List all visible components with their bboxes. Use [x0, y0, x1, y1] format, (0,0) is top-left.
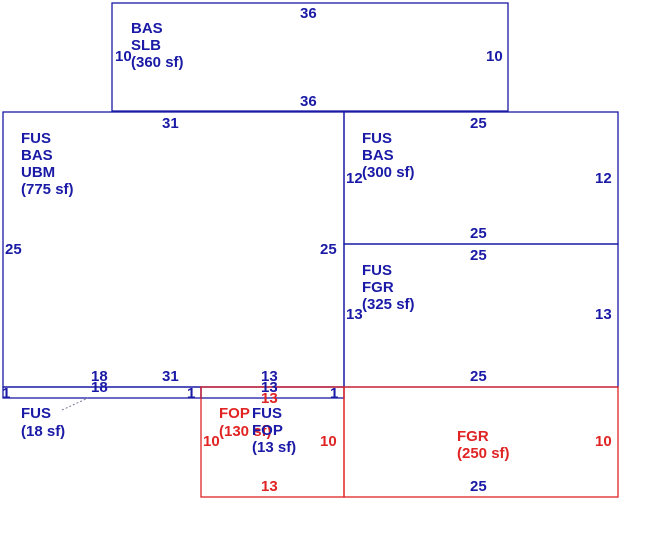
- fusfgr-area: (325 sf): [362, 296, 415, 313]
- bas300-dim-right: 12: [595, 170, 612, 187]
- strip-dim-right: 1: [187, 385, 195, 402]
- ubm-code-3: UBM: [21, 164, 55, 181]
- bas300-code-2: BAS: [362, 147, 394, 164]
- ubm-area: (775 sf): [21, 181, 74, 198]
- fgr-code: FGR: [457, 428, 489, 445]
- fusfop-code-1: FUS: [252, 405, 282, 422]
- ubm-dim-right: 25: [320, 241, 337, 258]
- bas300-code-1: FUS: [362, 130, 392, 147]
- fgr-area: (250 sf): [457, 445, 510, 462]
- bas-slb-dim-right: 10: [486, 48, 503, 65]
- fusfop-area: (13 sf): [252, 439, 296, 456]
- fop-dim-bottom: 13: [261, 478, 278, 495]
- strip-area: (18 sf): [21, 423, 65, 440]
- fgr-dim-bottom: 25: [470, 478, 487, 495]
- fusfgr-dim-left: 13: [346, 306, 363, 323]
- bas-slb-dim-left: 10: [115, 48, 132, 65]
- ubm-dim-top: 31: [162, 115, 179, 132]
- bas-slb-code-1: BAS: [131, 20, 163, 37]
- fgr-dim-right: 10: [595, 433, 612, 450]
- fusfgr-dim-top: 25: [470, 247, 487, 264]
- strip-dim-left: 1: [2, 385, 10, 402]
- bas-slb-code-2: SLB: [131, 37, 161, 54]
- bas-slb-dim-bottom: 36: [300, 93, 317, 110]
- fusfgr-code-1: FUS: [362, 262, 392, 279]
- fusfop-code-2: FOP: [252, 422, 283, 439]
- ubm-dim-bottom: 31: [162, 368, 179, 385]
- bas300-dim-left: 12: [346, 170, 363, 187]
- strip-dim-top: 18: [91, 368, 108, 385]
- fusfop-dim-bottom: 13: [261, 379, 278, 396]
- fop-dim-top: 13: [261, 390, 278, 407]
- fusfgr-dim-right: 13: [595, 306, 612, 323]
- bas300-area: (300 sf): [362, 164, 415, 181]
- strip-code: FUS: [21, 405, 51, 422]
- fop-dim-right: 10: [320, 433, 337, 450]
- fus-bas-ubm-outline: [2, 111, 345, 388]
- fop-code: FOP: [219, 405, 250, 422]
- ubm-code-2: BAS: [21, 147, 53, 164]
- fus-strip-leader-line: [61, 397, 89, 411]
- fgr-outline: [343, 386, 619, 498]
- fusfop-dim-top: 13: [261, 368, 278, 385]
- fusfop-dim-right: 1: [330, 385, 338, 402]
- bas-slb-outline: [111, 2, 509, 112]
- fusfgr-code-2: FGR: [362, 279, 394, 296]
- bas-slb-area: (360 sf): [131, 54, 184, 71]
- fop-dim-left: 10: [203, 433, 220, 450]
- ubm-code-1: FUS: [21, 130, 51, 147]
- fop-area: (130 sf): [219, 423, 272, 440]
- bas-slb-dim-top: 36: [300, 5, 317, 22]
- bas300-dim-bottom: 25: [470, 225, 487, 242]
- ubm-dim-left: 25: [5, 241, 22, 258]
- fusfgr-dim-bottom: 25: [470, 368, 487, 385]
- strip-dim-bottom: 18: [91, 379, 108, 396]
- bas300-dim-top: 25: [470, 115, 487, 132]
